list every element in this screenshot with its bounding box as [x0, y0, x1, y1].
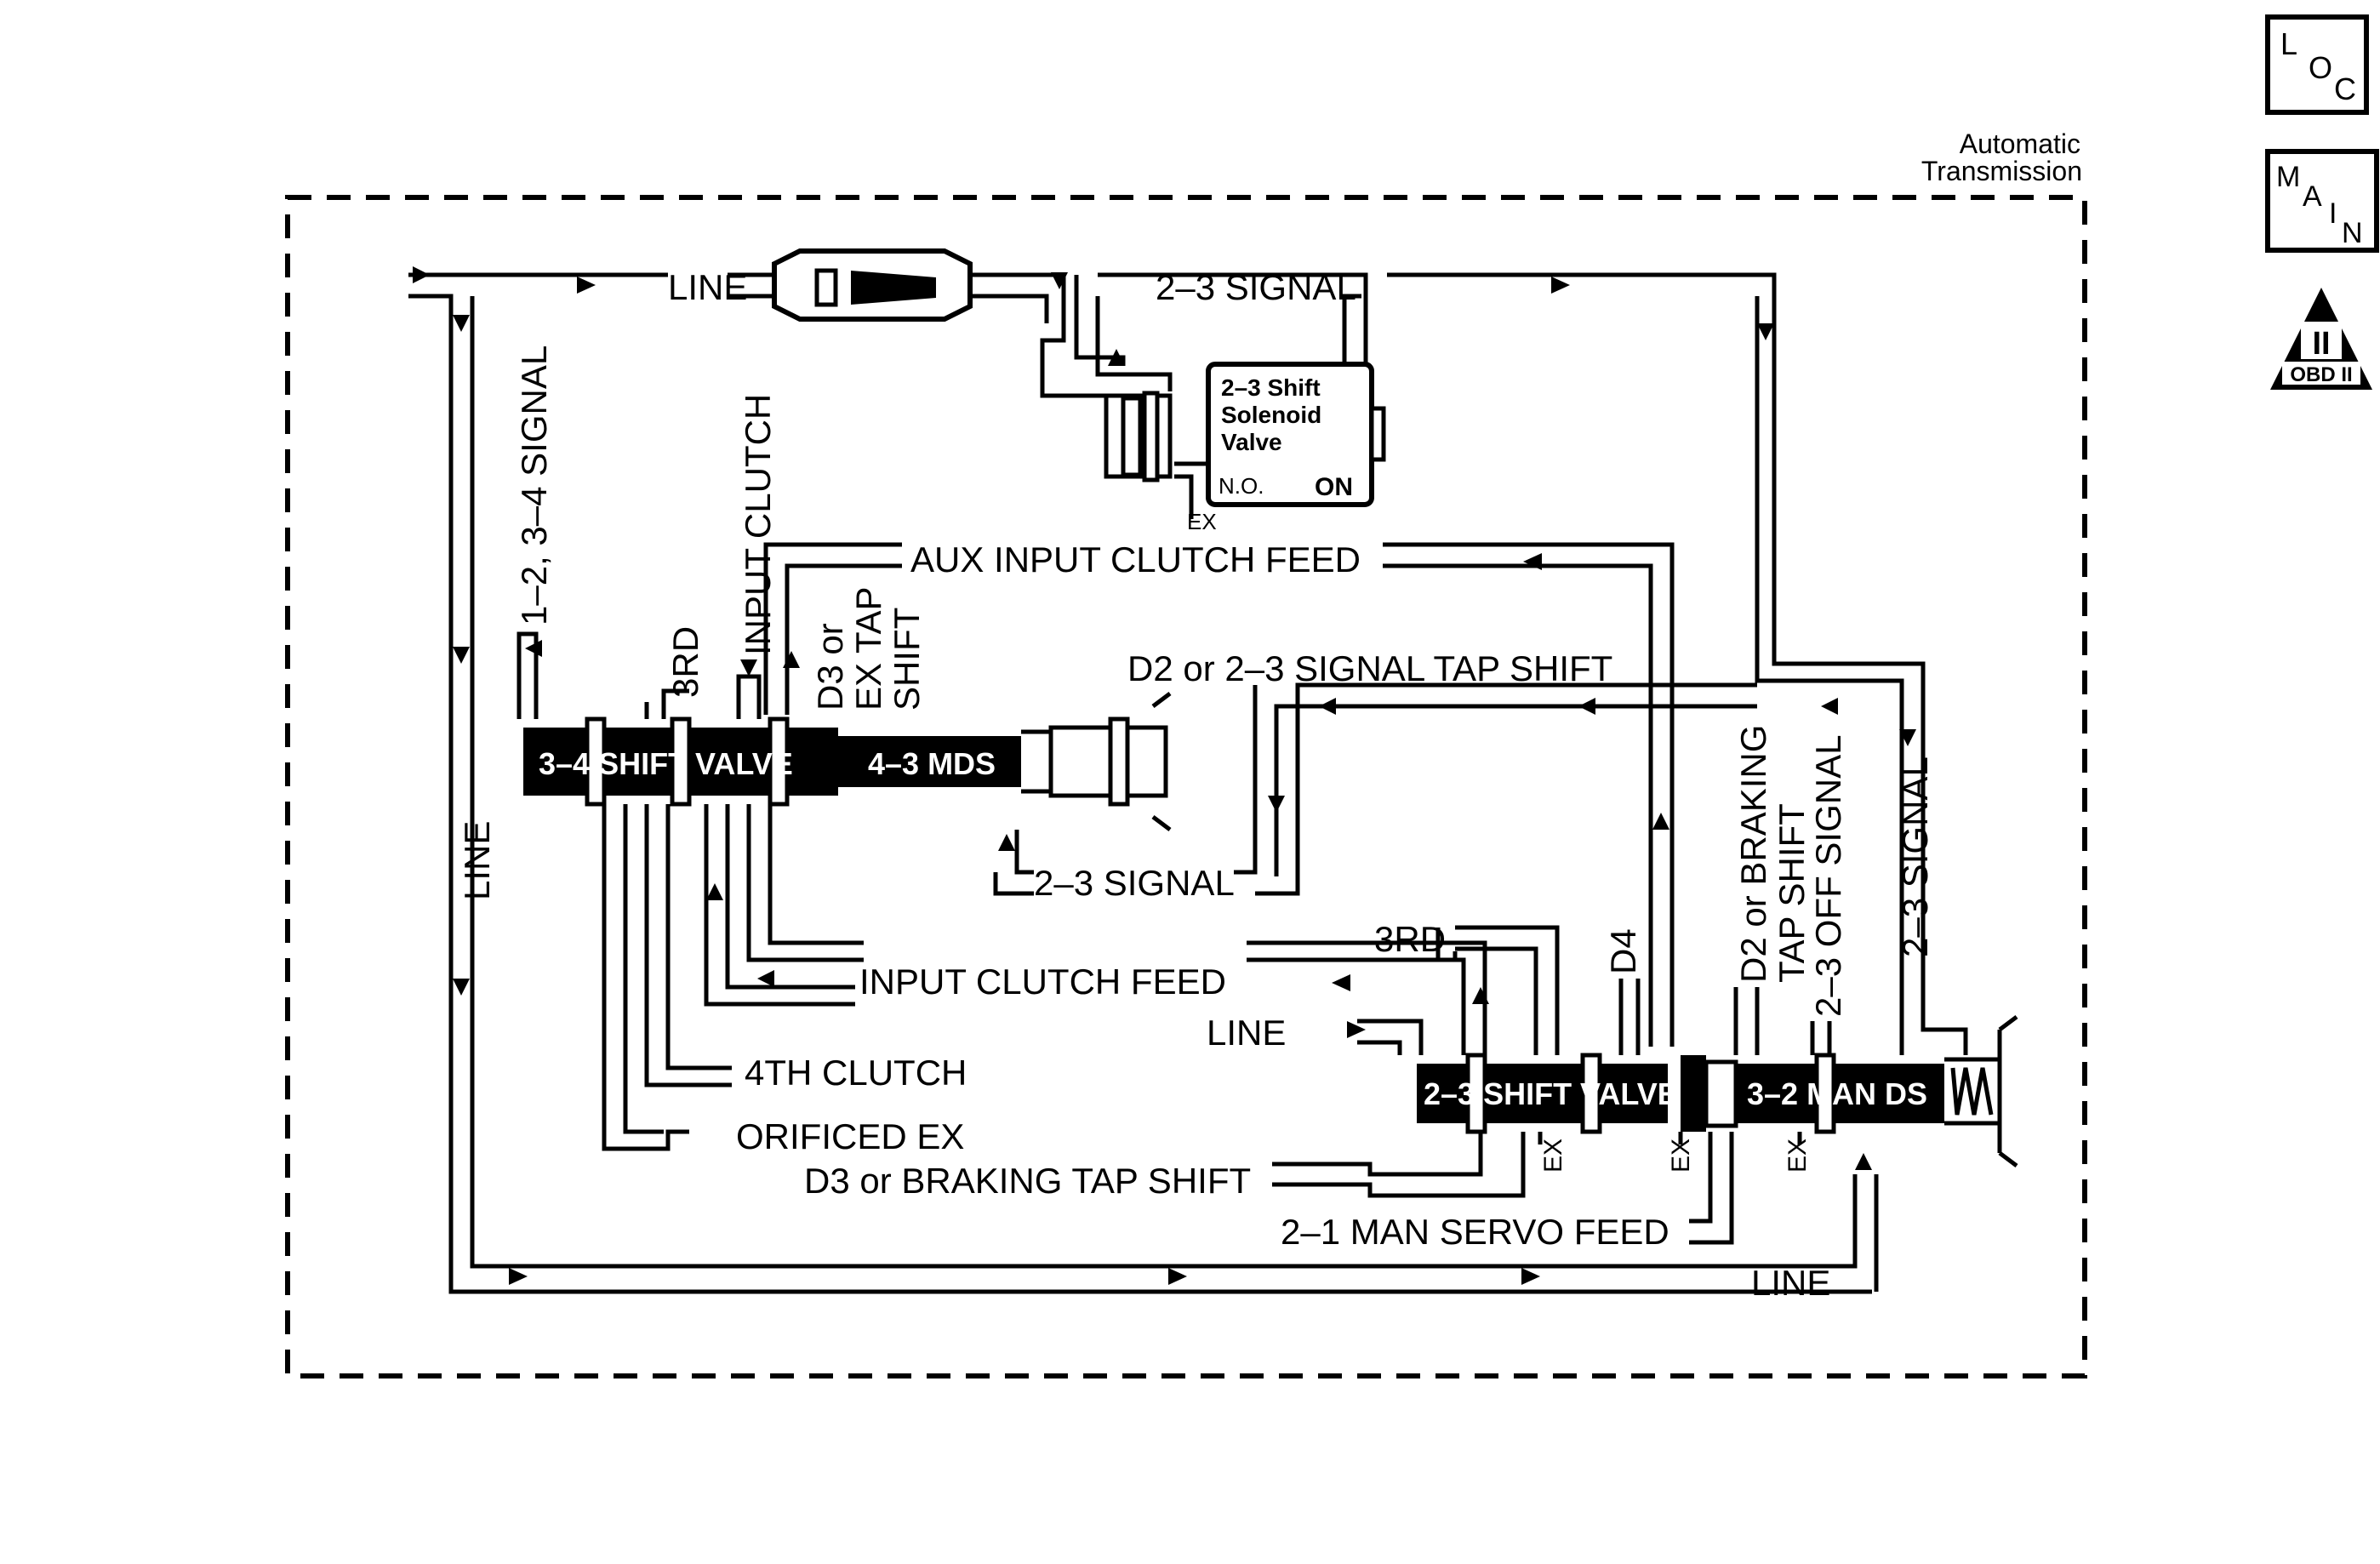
- obd-ii-nav-button[interactable]: II OBD II: [2270, 288, 2372, 390]
- label-ex-1: EX: [1539, 1139, 1567, 1173]
- label-2-3-off-signal: 2–3 OFF SIGNAL: [1808, 735, 1848, 1017]
- label-ex-3: EX: [1784, 1139, 1812, 1173]
- label-4th-clutch: 4TH CLUTCH: [745, 1053, 967, 1093]
- label-input-clutch: INPUT CLUTCH: [738, 394, 778, 655]
- label-d3-ex-1: D3 or: [810, 623, 850, 711]
- label-2-3-signal-right: 2–3 SIGNAL: [1895, 756, 1935, 957]
- solenoid-title-3: Valve: [1221, 429, 1282, 455]
- label-3rd-left: 3RD: [665, 626, 705, 698]
- header-transmission: Transmission: [1921, 156, 2082, 186]
- loc-letter-o: O: [2309, 50, 2332, 85]
- solenoid-valve-2-3: 2–3 Shift Solenoid Valve N.O. ON EX: [1104, 362, 1386, 534]
- label-2-3-signal-mid: 2–3 SIGNAL: [1034, 863, 1235, 903]
- label-2-3-signal-top: 2–3 SIGNAL: [1156, 267, 1356, 307]
- main-letter-i: I: [2329, 197, 2337, 230]
- label-orificed-ex: ORIFICED EX: [736, 1116, 964, 1156]
- obd-numeral: II: [2312, 326, 2330, 362]
- main-letter-m: M: [2276, 161, 2300, 193]
- label-d3-ex-2: EX TAP: [848, 586, 888, 711]
- obd-label: OBD II: [2290, 363, 2352, 386]
- loc-letter-l: L: [2280, 26, 2297, 61]
- label-line-left: LINE: [457, 821, 497, 900]
- label-line-bottom: LINE: [1751, 1263, 1830, 1303]
- line-filter: [772, 248, 973, 322]
- label-d2-braking-2: TAP SHIFT: [1772, 803, 1812, 983]
- header-automatic: Automatic: [1960, 128, 2080, 159]
- shift-valve-2-3: 2–3 SHIFT VALVE: [1417, 1053, 1678, 1134]
- label-2-3-shift-valve: 2–3 SHIFT VALVE: [1424, 1076, 1678, 1111]
- label-3-2-man-ds: 3–2 MAN DS: [1747, 1076, 1927, 1111]
- solenoid-state-on: ON: [1315, 473, 1353, 501]
- label-3rd-right: 3RD: [1374, 919, 1446, 959]
- label-ex-2: EX: [1667, 1139, 1695, 1173]
- solenoid-title-1: 2–3 Shift: [1221, 374, 1321, 401]
- passage-labels: LINE 2–3 SIGNAL 1–2, 3–4 SIGNAL 3RD INPU…: [457, 267, 1935, 1303]
- label-d2-2-3-tap-shift: D2 or 2–3 SIGNAL TAP SHIFT: [1127, 648, 1612, 688]
- loc-letter-c: C: [2334, 71, 2356, 106]
- passages: [408, 272, 1968, 1294]
- label-aux-input-clutch-feed: AUX INPUT CLUTCH FEED: [910, 539, 1361, 579]
- main-nav-button[interactable]: M A I N: [2265, 149, 2379, 253]
- label-1-2-3-4-signal: 1–2, 3–4 SIGNAL: [514, 345, 554, 625]
- flow-arrows: [413, 266, 1916, 1285]
- label-d4: D4: [1603, 928, 1643, 974]
- label-3-4-shift-valve: 3–4 SHIFT VALVE: [539, 746, 793, 781]
- mds-4-3: 4–3 MDS: [838, 692, 1172, 831]
- loc-nav-button[interactable]: L O C: [2265, 14, 2369, 115]
- label-line-top: LINE: [668, 267, 747, 307]
- solenoid-title-2: Solenoid: [1221, 402, 1321, 428]
- main-letter-a: A: [2303, 180, 2322, 213]
- label-input-clutch-feed: INPUT CLUTCH FEED: [859, 962, 1226, 1002]
- shift-valve-3-4: 3–4 SHIFT VALVE: [523, 716, 838, 807]
- label-line-mid: LINE: [1207, 1013, 1286, 1053]
- label-2-1-man-servo-feed: 2–1 MAN SERVO FEED: [1281, 1212, 1669, 1252]
- man-ds-3-2: 3–2 MAN DS: [1681, 1015, 2018, 1167]
- solenoid-state-no: N.O.: [1219, 473, 1264, 499]
- label-4-3-mds: 4–3 MDS: [868, 746, 996, 781]
- main-letter-n: N: [2342, 217, 2363, 249]
- label-d2-braking-1: D2 or BRAKING: [1733, 725, 1773, 983]
- label-d3-braking-tap-shift: D3 or BRAKING TAP SHIFT: [804, 1161, 1251, 1201]
- label-d3-ex-3: SHIFT: [887, 608, 927, 711]
- solenoid-exhaust-label: EX: [1187, 509, 1217, 534]
